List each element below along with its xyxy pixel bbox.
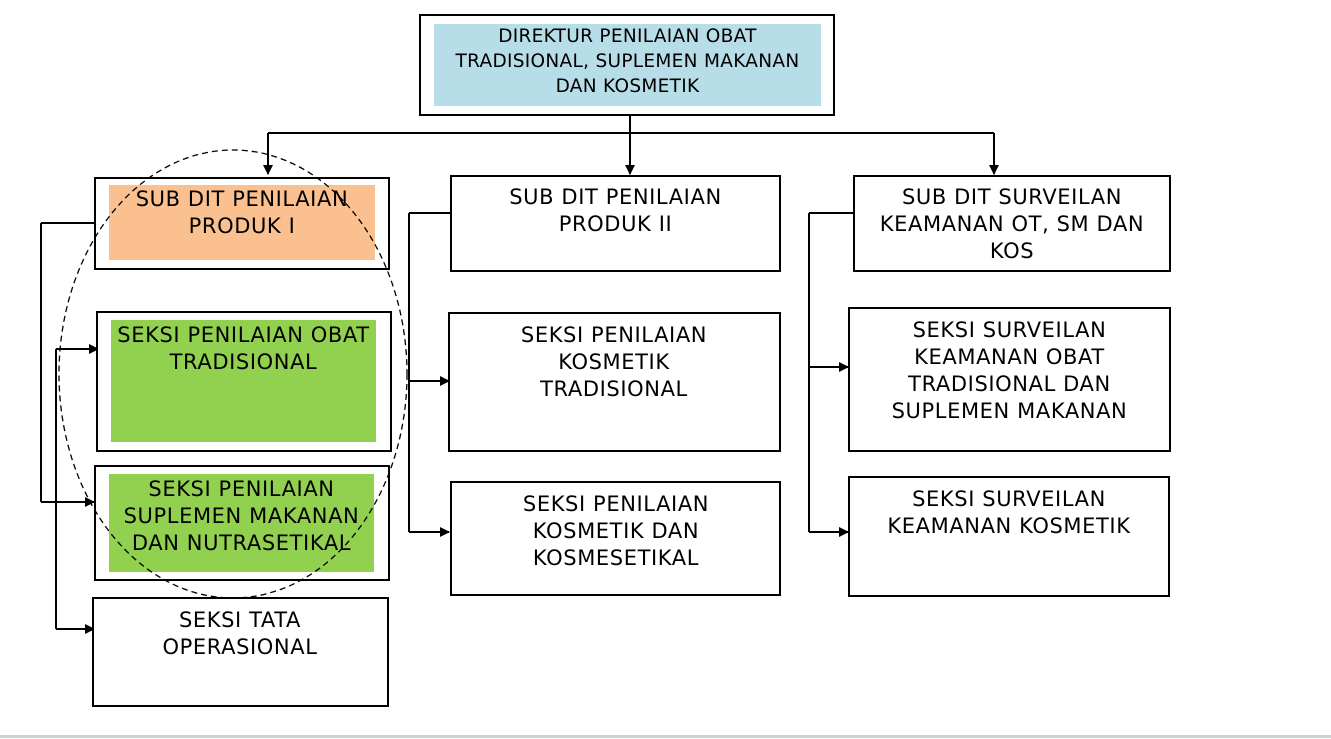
- section-3-2-label: SEKSI SURVEILAN KEAMANAN KOSMETIK: [887, 487, 1131, 538]
- section-2-1-label: SEKSI PENILAIAN KOSMETIK TRADISIONAL: [520, 323, 708, 401]
- bottom-rule: [0, 735, 1331, 738]
- section-3-1-label: SEKSI SURVEILAN KEAMANAN OBAT TRADISIONA…: [891, 318, 1128, 423]
- section-1-1-label: SEKSI PENILAIAN OBAT TRADISIONAL: [117, 323, 370, 374]
- section-2-2-label: SEKSI PENILAIAN KOSMETIK DAN KOSMESETIKA…: [522, 492, 710, 570]
- section-3-2-box: [848, 476, 1170, 597]
- subdit-1-label: SUB DIT PENILAIAN PRODUK I: [135, 187, 349, 238]
- director-label: DIREKTUR PENILAIAN OBAT TRADISIONAL, SUP…: [455, 26, 800, 97]
- section-2-1-box: [448, 312, 781, 452]
- section-2-2-box: [450, 481, 781, 596]
- section-1-3-label: SEKSI TATA OPERASIONAL: [162, 608, 318, 659]
- section-3-1-box: [848, 307, 1171, 452]
- subdit-3-label: SUB DIT SURVEILAN KEAMANAN OT, SM DAN KO…: [879, 185, 1145, 263]
- section-1-2-label: SEKSI PENILAIAN SUPLEMEN MAKANAN DAN NUT…: [123, 477, 360, 555]
- subdit-2-box: [450, 175, 781, 272]
- director-fill: [434, 24, 821, 106]
- section-1-3-box: [92, 597, 389, 707]
- subdit-2-label: SUB DIT PENILAIAN PRODUK II: [509, 185, 722, 236]
- subdit-3-box: [853, 175, 1171, 272]
